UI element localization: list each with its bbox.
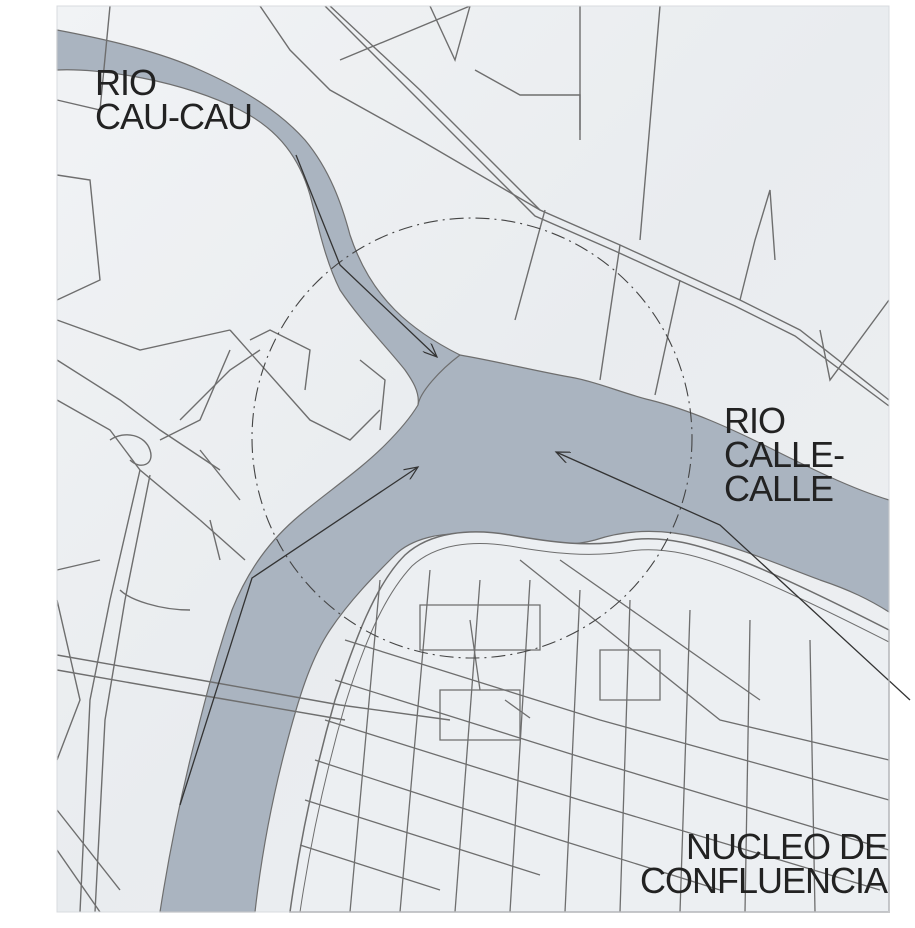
city-blocks — [299, 559, 890, 913]
rivers — [56, 29, 890, 913]
arrow-cau-cau-inflow — [295, 154, 437, 357]
label-rio-calle-calle-line-2: CALLE- — [724, 434, 845, 475]
label-nucleo-de-confluencia: NUCLEO DE CONFLUENCIA — [639, 826, 888, 901]
road-network — [56, 5, 890, 913]
label-nucleo-line-1: NUCLEO DE — [685, 826, 888, 867]
label-nucleo-line-2: CONFLUENCIA — [639, 860, 888, 901]
label-rio-cau-cau-line-2: CAU-CAU — [95, 96, 253, 137]
city-island — [289, 531, 890, 913]
label-rio-calle-calle-line-1: RIO — [724, 400, 786, 441]
label-rio-calle-calle: RIO CALLE- CALLE — [724, 400, 845, 509]
arrow-calle-calle-inflow — [556, 452, 911, 701]
river-calle-calle — [159, 354, 890, 913]
label-rio-cau-cau: RIO CAU-CAU — [95, 62, 253, 137]
label-rio-calle-calle-line-3: CALLE — [724, 468, 834, 509]
flow-arrows — [179, 154, 911, 806]
label-rio-cau-cau-line-1: RIO — [95, 62, 157, 103]
map-frame — [56, 5, 890, 913]
arrow-south-outflow — [179, 467, 418, 806]
confluence-ring — [251, 217, 693, 659]
